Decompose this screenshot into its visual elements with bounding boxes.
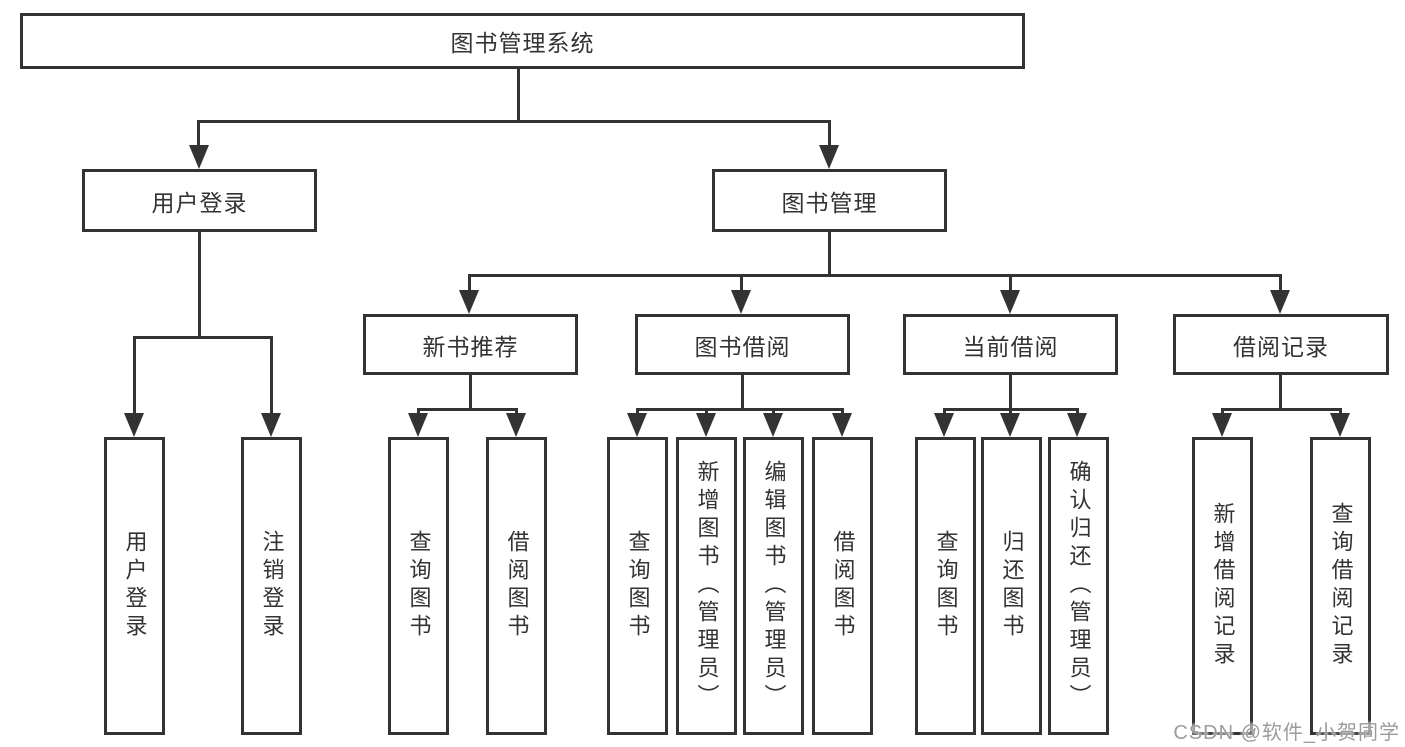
- connector-drop: [417, 408, 420, 414]
- leaf-label: 查询图书: [933, 530, 959, 642]
- node-label: 图书管理系统: [450, 30, 595, 56]
- node-current-borrowing: 当前借阅: [903, 314, 1118, 375]
- node-borrowing-records: 借阅记录: [1173, 314, 1389, 375]
- leaf-label: 新增借阅记录: [1210, 502, 1236, 670]
- node-book-management: 图书管理: [712, 169, 947, 232]
- connector-drop: [740, 274, 743, 292]
- leaf-label: 新增图书（管理员）: [694, 460, 720, 712]
- connector-drop: [1221, 408, 1224, 414]
- arrowhead: [934, 413, 954, 437]
- leaf-return-books: 归还图书: [981, 437, 1042, 735]
- connector-drop: [943, 408, 946, 414]
- leaf-query-books: 查询图书: [915, 437, 976, 735]
- leaf-label: 借阅图书: [830, 530, 856, 642]
- arrowhead: [261, 413, 281, 437]
- leaf-query-books: 查询图书: [388, 437, 449, 735]
- leaf-label: 归还图书: [999, 530, 1025, 642]
- connector-drop: [1009, 274, 1012, 292]
- arrowhead: [763, 413, 783, 437]
- connector-user-login-bar: [133, 336, 273, 339]
- leaf-label: 查询图书: [625, 530, 651, 642]
- arrowhead: [1212, 413, 1232, 437]
- connector-root-stem: [517, 69, 520, 120]
- arrowhead: [1330, 413, 1350, 437]
- arrowhead: [627, 413, 647, 437]
- arrowhead: [832, 413, 852, 437]
- leaf-borrow-books: 借阅图书: [486, 437, 547, 735]
- node-label: 图书借阅: [694, 333, 791, 360]
- connector-user-login-stem: [198, 232, 201, 336]
- connector-drop: [133, 336, 136, 414]
- leaf-user-login: 用户登录: [104, 437, 165, 735]
- arrowhead: [189, 145, 209, 169]
- connector-current-borrow-stem: [1009, 375, 1012, 408]
- leaf-add-books-admin: 新增图书（管理员）: [676, 437, 737, 735]
- leaf-label: 确认归还（管理员）: [1066, 460, 1092, 712]
- arrowhead: [819, 145, 839, 169]
- leaf-label: 查询图书: [406, 530, 432, 642]
- connector-drop: [828, 120, 831, 146]
- connector-borrow-record-bar: [1221, 408, 1342, 411]
- connector-drop: [515, 408, 518, 414]
- node-new-book-recommend: 新书推荐: [363, 314, 578, 375]
- node-label: 当前借阅: [962, 333, 1059, 360]
- connector-book-borrow-stem: [741, 375, 744, 408]
- connector-new-book-stem: [469, 375, 472, 408]
- leaf-label: 用户登录: [122, 530, 148, 642]
- connector-drop: [1339, 408, 1342, 414]
- connector-drop: [1076, 408, 1079, 414]
- arrowhead: [1000, 413, 1020, 437]
- connector-level3-bar: [468, 274, 1282, 277]
- node-library-management-system: 图书管理系统: [20, 13, 1025, 69]
- connector-drop: [468, 274, 471, 292]
- connector-drop: [1009, 408, 1012, 414]
- node-label: 借阅记录: [1233, 333, 1329, 360]
- node-label: 图书管理: [781, 189, 878, 216]
- arrowhead: [1067, 413, 1087, 437]
- watermark: CSDN @软件_小贺同学: [1173, 722, 1400, 744]
- leaf-confirm-return-admin: 确认归还（管理员）: [1048, 437, 1109, 735]
- connector-drop: [270, 336, 273, 414]
- connector-drop: [772, 408, 775, 414]
- node-user-login: 用户登录: [82, 169, 317, 232]
- connector-drop: [841, 408, 844, 414]
- connector-borrow-record-stem: [1279, 375, 1282, 408]
- leaf-logout: 注销登录: [241, 437, 302, 735]
- arrowhead: [124, 413, 144, 437]
- connector-new-book-bar: [417, 408, 518, 411]
- connector-level2-bar: [197, 120, 831, 123]
- connector-drop: [705, 408, 708, 414]
- connector-drop: [1279, 274, 1282, 292]
- node-label: 用户登录: [151, 189, 248, 216]
- arrowhead: [506, 413, 526, 437]
- leaf-label: 编辑图书（管理员）: [761, 460, 787, 712]
- connector-book-mgmt-stem: [828, 232, 831, 274]
- leaf-label: 注销登录: [259, 530, 285, 642]
- leaf-borrow-books: 借阅图书: [812, 437, 873, 735]
- leaf-label: 借阅图书: [504, 530, 530, 642]
- arrowhead: [1000, 290, 1020, 314]
- arrowhead: [1270, 290, 1290, 314]
- arrowhead: [408, 413, 428, 437]
- arrowhead: [731, 290, 751, 314]
- connector-drop: [197, 120, 200, 146]
- connector-drop: [636, 408, 639, 414]
- arrowhead: [696, 413, 716, 437]
- node-book-borrowing: 图书借阅: [635, 314, 850, 375]
- node-label: 新书推荐: [422, 333, 519, 360]
- leaf-edit-books-admin: 编辑图书（管理员）: [743, 437, 804, 735]
- leaf-query-books: 查询图书: [607, 437, 668, 735]
- leaf-label: 查询借阅记录: [1328, 502, 1354, 670]
- leaf-query-borrow-record: 查询借阅记录: [1310, 437, 1371, 735]
- leaf-add-borrow-record: 新增借阅记录: [1192, 437, 1253, 735]
- connector-book-borrow-bar: [636, 408, 844, 411]
- arrowhead: [459, 290, 479, 314]
